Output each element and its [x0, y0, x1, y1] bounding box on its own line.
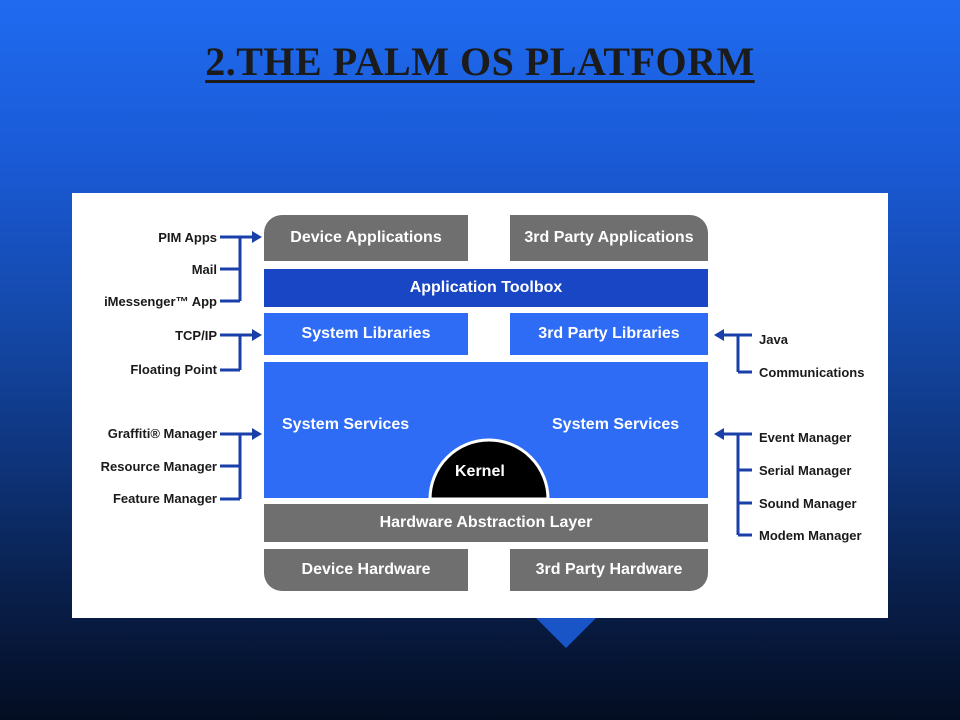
arrow-left-services: [252, 428, 262, 440]
device-hardware-layer: Device Hardware: [264, 549, 468, 591]
left-label-graffiti-manager: Graffiti® Manager: [107, 426, 217, 441]
kernel-dome: [428, 438, 550, 499]
third-party-hardware-label: 3rd Party Hardware: [535, 561, 683, 578]
application-toolbox-layer: Application Toolbox: [264, 269, 708, 307]
connector-lines: [220, 231, 752, 537]
slide-title: 2.THE PALM OS PLATFORM: [205, 39, 755, 84]
system-libraries-layer: System Libraries: [264, 313, 468, 355]
arrow-left-libraries: [252, 329, 262, 341]
device-applications-label: Device Applications: [290, 229, 442, 246]
left-label-pim-apps: PIM Apps: [158, 230, 217, 245]
hardware-abstraction-layer: Hardware Abstraction Layer: [264, 504, 708, 542]
right-label-sound-manager: Sound Manager: [759, 496, 857, 511]
device-applications-layer: Device Applications: [264, 215, 468, 261]
arrow-left-apps: [252, 231, 262, 243]
right-label-communications: Communications: [759, 365, 865, 380]
left-label-floating-point: Floating Point: [130, 362, 217, 377]
left-label-imessenger-app: iMessenger™ App: [104, 294, 217, 309]
left-label-resource-manager: Resource Manager: [100, 459, 217, 474]
system-services-right-label: System Services: [552, 416, 680, 433]
system-services-left-label: System Services: [282, 416, 410, 433]
left-label-mail: Mail: [191, 262, 217, 277]
third-party-applications-label: 3rd Party Applications: [524, 229, 694, 246]
third-party-applications-layer: 3rd Party Applications: [510, 215, 708, 261]
hardware-abstraction-label: Hardware Abstraction Layer: [379, 514, 593, 531]
application-toolbox-label: Application Toolbox: [409, 279, 563, 296]
arrow-right-services: [714, 428, 724, 440]
third-party-hardware-layer: 3rd Party Hardware: [510, 549, 708, 591]
arrow-right-libraries: [714, 329, 724, 341]
left-label-tcp-ip: TCP/IP: [175, 328, 217, 343]
right-label-event-manager: Event Manager: [759, 430, 852, 445]
kernel-label: Kernel: [455, 463, 505, 480]
left-label-feature-manager: Feature Manager: [112, 491, 217, 506]
system-libraries-label: System Libraries: [301, 325, 431, 342]
right-label-serial-manager: Serial Manager: [759, 463, 852, 478]
pointer-triangle: [536, 618, 596, 648]
third-party-libraries-label: 3rd Party Libraries: [538, 325, 680, 342]
palm-os-architecture-diagram: Device Applications 3rd Party Applicatio…: [72, 193, 888, 618]
third-party-libraries-layer: 3rd Party Libraries: [510, 313, 708, 355]
device-hardware-label: Device Hardware: [301, 561, 431, 578]
right-label-modem-manager: Modem Manager: [759, 528, 862, 543]
right-label-java: Java: [759, 332, 788, 347]
